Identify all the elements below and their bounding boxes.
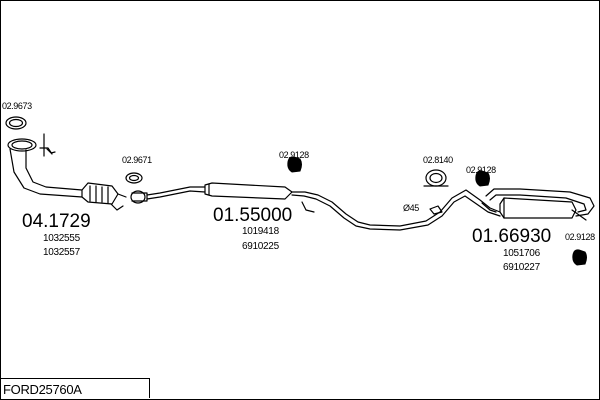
- flange-gasket-icon: [125, 172, 143, 184]
- front-gasket-label: 02.9673: [2, 101, 32, 111]
- front-hanger-label: 02.9128: [279, 150, 309, 160]
- rear-silencer-icon: [481, 188, 595, 221]
- kit-code: FORD25760A: [3, 382, 82, 397]
- clamp-label: 02.8140: [423, 155, 453, 165]
- flange-gasket-label: 02.9671: [122, 155, 152, 165]
- rear-hanger-1-icon: [475, 170, 490, 187]
- middle-silencer-icon: [130, 182, 501, 231]
- front-bracket-icon: [39, 133, 56, 157]
- rear-hanger-2-label: 02.9128: [565, 232, 595, 242]
- front-pipe-number: 04.1729: [22, 211, 91, 232]
- front-hanger-icon: [287, 156, 302, 173]
- rear-hanger-1-label: 02.9128: [466, 165, 496, 175]
- rear-hanger-2-icon: [572, 249, 587, 266]
- rear-silencer-oem-1: 1051706: [503, 248, 540, 259]
- middle-silencer-number: 01.55000: [213, 205, 293, 226]
- front-pipe-icon: [7, 138, 127, 211]
- clamp-size-label: Ø45: [403, 203, 419, 213]
- front-pipe-oem-2: 1032557: [43, 247, 80, 258]
- rear-silencer-number: 01.66930: [472, 226, 552, 247]
- rear-silencer-oem-2: 6910227: [503, 262, 540, 273]
- code-box: FORD25760A: [0, 378, 150, 398]
- clamp-icon: [423, 169, 449, 215]
- middle-silencer-oem-1: 1019418: [242, 226, 279, 237]
- front-gasket-ring-icon: [5, 116, 27, 130]
- front-pipe-oem-1: 1032555: [43, 233, 80, 244]
- middle-silencer-oem-2: 6910225: [242, 241, 279, 252]
